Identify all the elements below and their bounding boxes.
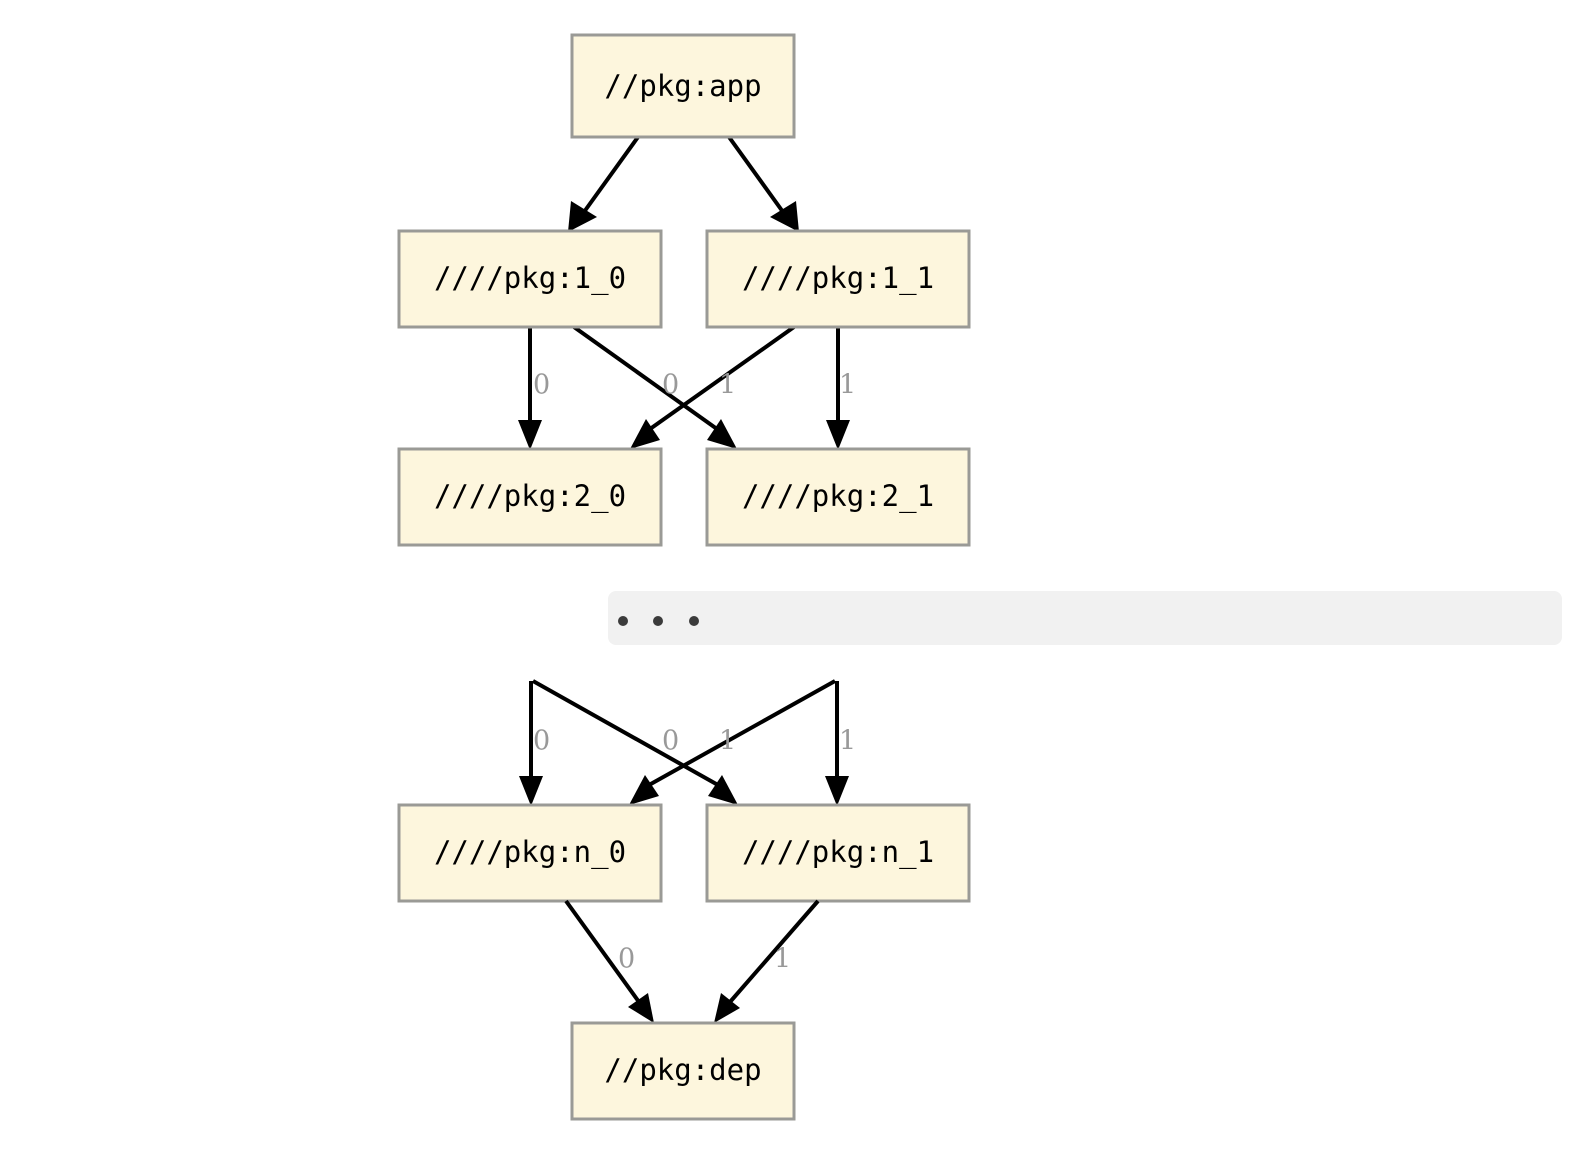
edge-label-lower-1a: 1	[719, 726, 736, 757]
node-pkg-app[interactable]: //pkg:app	[570, 33, 796, 139]
edge-n_1-to-dep	[714, 899, 820, 1023]
edge-1_1-to-2_1	[826, 327, 850, 450]
edge-app-to-1_0	[568, 135, 640, 232]
node-pkg-n_1[interactable]: ////pkg:n_1	[705, 803, 971, 903]
node-pkg-2_0[interactable]: ////pkg:2_0	[397, 447, 663, 547]
node-pkg-2_1[interactable]: ////pkg:2_1	[705, 447, 971, 547]
edge-app-to-1_1	[727, 135, 799, 232]
node-pkg-dep[interactable]: //pkg:dep	[570, 1021, 796, 1121]
ellipsis-dot	[689, 616, 699, 626]
ellipsis-band	[608, 591, 1562, 645]
node-label-pkg-app: //pkg:app	[604, 69, 761, 103]
node-pkg-1_0[interactable]: ////pkg:1_0	[397, 229, 663, 329]
node-label-pkg-1_1: ////pkg:1_1	[742, 261, 934, 296]
edge-label-bottom-1: 1	[774, 944, 791, 975]
edge-label-upper-1b: 1	[839, 370, 856, 401]
ellipsis-dot	[618, 616, 628, 626]
ellipsis-separator	[608, 591, 1562, 645]
node-label-pkg-n_0: ////pkg:n_0	[434, 835, 626, 870]
edge-truncated-diag-to-n_0	[629, 679, 836, 805]
node-label-pkg-2_0: ////pkg:2_0	[434, 479, 626, 514]
node-pkg-1_1[interactable]: ////pkg:1_1	[705, 229, 971, 329]
node-label-pkg-1_0: ////pkg:1_0	[434, 261, 626, 296]
edge-truncated-to-n_0	[519, 681, 543, 806]
edge-truncated-to-n_1	[825, 681, 849, 806]
ellipsis-dot	[653, 616, 663, 626]
edge-label-upper-0a: 0	[533, 370, 550, 401]
edge-1_1-to-2_0	[630, 325, 796, 449]
node-label-pkg-dep: //pkg:dep	[604, 1053, 761, 1087]
node-label-pkg-n_1: ////pkg:n_1	[742, 835, 934, 870]
node-pkg-n_0[interactable]: ////pkg:n_0	[397, 803, 663, 903]
edge-1_0-to-2_1	[572, 325, 737, 449]
edge-truncated-diag-to-n_1	[532, 679, 738, 805]
edge-label-upper-0b: 0	[662, 370, 679, 401]
edge-label-bottom-0: 0	[618, 944, 635, 975]
edge-1_0-to-2_0	[518, 327, 542, 450]
edge-label-upper-1a: 1	[719, 370, 736, 401]
edge-n_0-to-dep	[564, 899, 654, 1023]
edge-label-lower-0a: 0	[533, 726, 550, 757]
node-label-pkg-2_1: ////pkg:2_1	[742, 479, 934, 514]
edge-label-lower-1b: 1	[839, 726, 856, 757]
edge-label-lower-0b: 0	[662, 726, 679, 757]
